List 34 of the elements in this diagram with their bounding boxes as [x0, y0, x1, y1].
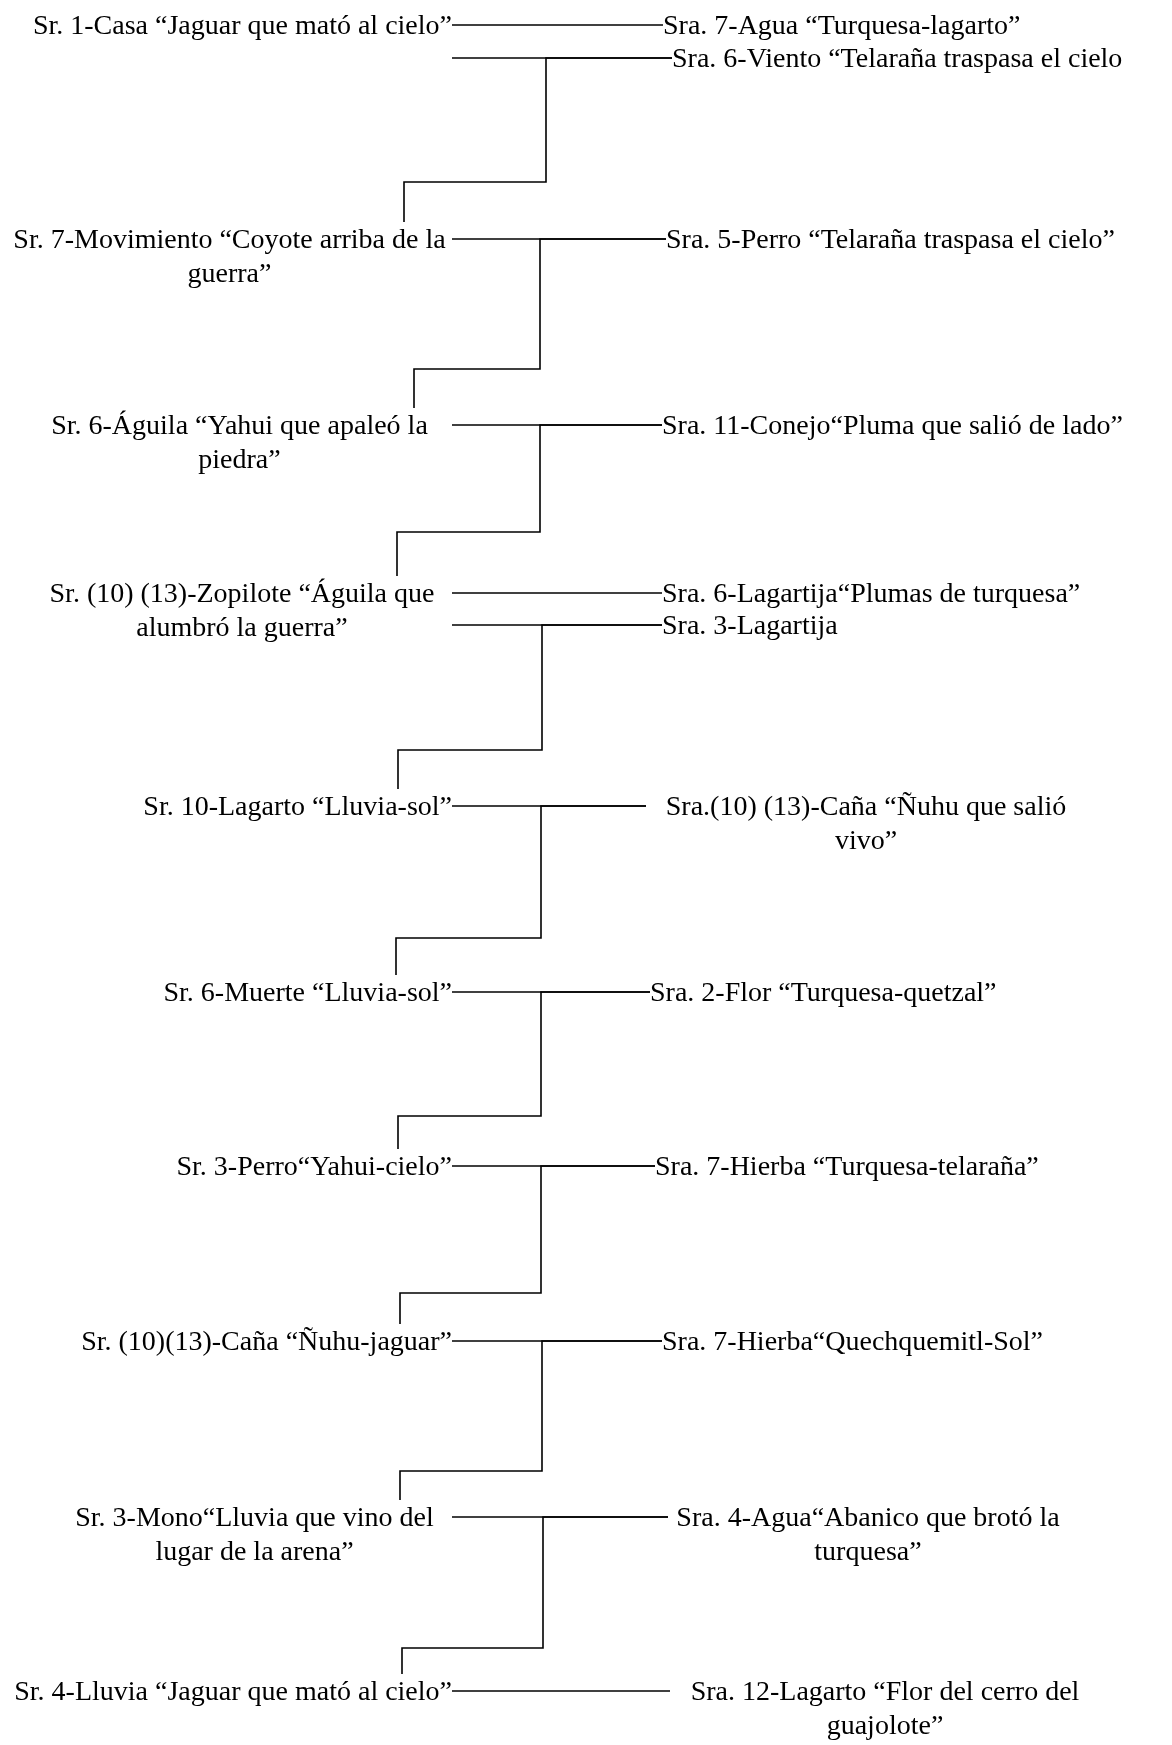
person-name: Sra. 7-Agua “Turquesa-lagarto” — [663, 8, 1021, 42]
person-name: Sra. 3-Lagartija — [662, 608, 838, 642]
person-name: Sra. 6-Lagartija“Plumas de turquesa” — [662, 576, 1081, 610]
person-name: Sra. 4-Agua“Abanico que brotó la turquesa” — [675, 1500, 1061, 1568]
connector-line — [451, 1690, 671, 1692]
person-name: Sr. 3-Perro“Yahui-cielo” — [176, 1149, 452, 1183]
person-name: Sr. 4-Lluvia “Jaguar que mató al cielo” — [14, 1674, 452, 1708]
person-name: Sr. 6-Muerte “Lluvia-sol” — [163, 975, 452, 1009]
connector-line — [413, 238, 667, 409]
person-name: Sra. 12-Lagarto “Flor del cerro del guajolote” — [689, 1674, 1081, 1742]
person-name: Sr. 10-Lagarto “Lluvia-sol” — [143, 789, 452, 823]
person-name: Sr. 1-Casa “Jaguar que mató al cielo” — [32, 8, 452, 42]
person-name: Sra. 5-Perro “Telaraña traspasa el cielo” — [666, 222, 1115, 256]
person-name: Sra. 6-Viento “Telaraña traspasa el cielo — [672, 41, 1123, 75]
connector-line — [403, 57, 673, 223]
person-name: Sr. (10) (13)-Zopilote “Águila que alumbró la guerra” — [48, 576, 436, 644]
person-name: Sr. 3-Mono“Lluvia que vino del lugar de la arena” — [74, 1500, 435, 1568]
connector-line — [397, 624, 663, 790]
connector-line — [397, 991, 651, 1150]
connector-line — [451, 24, 664, 26]
person-name: Sr. (10)(13)-Caña “Ñuhu-jaguar” — [81, 1324, 452, 1358]
connector-line — [401, 1516, 669, 1675]
person-name: Sra.(10) (13)-Caña “Ñuhu que salió vivo” — [664, 789, 1068, 857]
connector-line — [399, 1340, 663, 1501]
connector-line — [399, 1165, 656, 1325]
connector-line — [451, 592, 663, 594]
connector-line — [395, 805, 647, 976]
person-name: Sr. 7-Movimiento “Coyote arriba de la guerra” — [12, 222, 447, 290]
person-name: Sra. 2-Flor “Turquesa-quetzal” — [650, 975, 997, 1009]
person-name: Sra. 7-Hierba“Quechquemitl-Sol” — [662, 1324, 1043, 1358]
connector-line — [396, 424, 663, 577]
person-name: Sra. 7-Hierba “Turquesa-telaraña” — [655, 1149, 1039, 1183]
person-name: Sr. 6-Águila “Yahui que apaleó la piedra” — [50, 408, 429, 476]
person-name: Sra. 11-Conejo“Pluma que salió de lado” — [662, 408, 1123, 442]
